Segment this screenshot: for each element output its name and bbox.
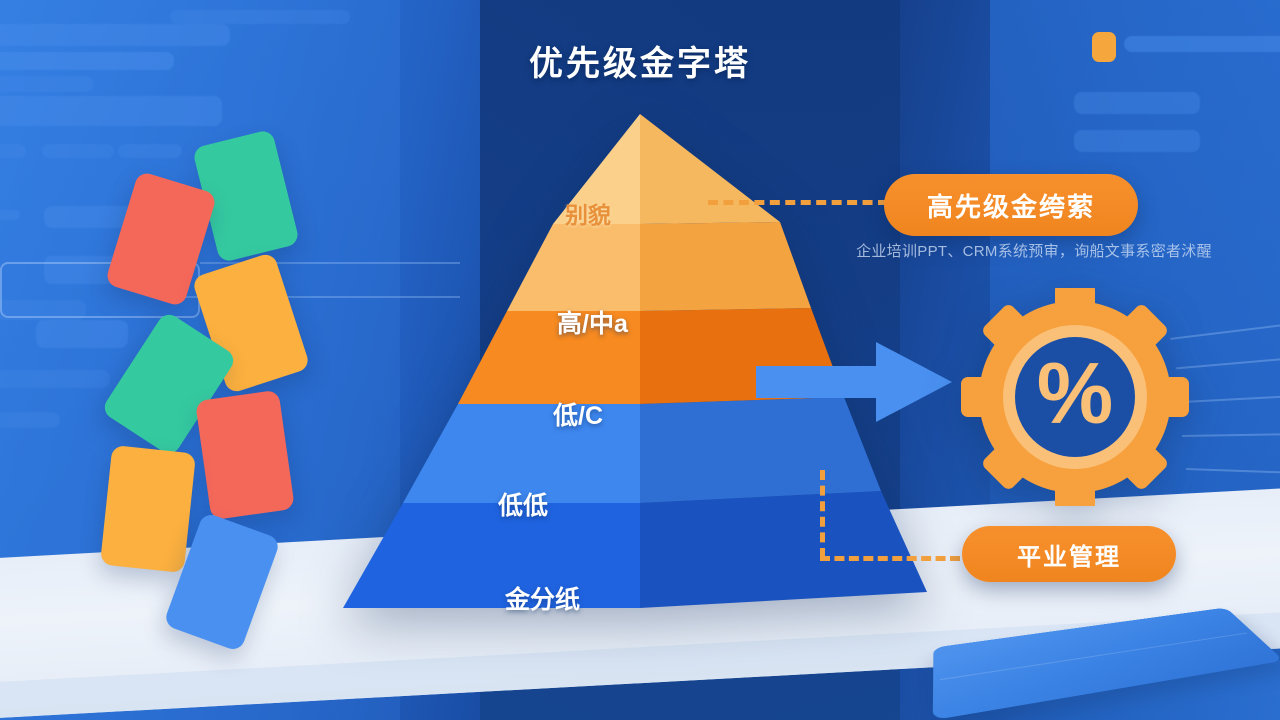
gear-tooth (983, 440, 1032, 489)
connector-top-dashed (708, 200, 888, 205)
decor-bar (170, 10, 350, 24)
arrow-shape (756, 342, 952, 422)
decor-bar (0, 96, 222, 126)
top-priority-badge[interactable]: 高先级金绔萦 (884, 174, 1138, 236)
gear-ring-inner (1015, 337, 1135, 457)
connector-bottom-dashed-horizontal (820, 556, 960, 561)
gear-tooth (1153, 377, 1189, 417)
pyramid-layer-1-front (553, 114, 640, 224)
decor-bar (0, 412, 60, 428)
gear-tooth (1118, 440, 1167, 489)
decor-bar (0, 210, 20, 220)
arrow-svg (756, 342, 952, 422)
gear-percent-symbol: % (1037, 346, 1113, 442)
gear-tooth (1118, 305, 1167, 354)
decor-bar (42, 144, 114, 158)
gear-tooth (983, 305, 1032, 354)
decor-bar (1074, 130, 1200, 152)
gear-percent-icon: % (950, 288, 1200, 506)
decor-bar (1074, 92, 1200, 114)
pyramid-layer-5-front (343, 503, 640, 608)
decor-bar (0, 144, 26, 158)
right-arrow-icon (756, 336, 952, 428)
sticky-card-coral-2 (195, 389, 295, 521)
top-priority-caption: 企业培训PPT、CRM系统预审，询船文事系密者沭醒 (856, 243, 1212, 260)
decor-bar (0, 300, 86, 320)
decor-bar (1124, 36, 1280, 52)
gear-tooth (961, 377, 997, 417)
decor-hairline (200, 262, 460, 264)
gear-tooth (1055, 288, 1095, 319)
gear-svg: % (961, 288, 1189, 506)
decor-bar (118, 144, 182, 158)
gear-tooth (1055, 475, 1095, 506)
connector-bottom-dashed-vertical (820, 470, 825, 558)
decor-bar (36, 320, 128, 348)
sticky-card-amber-2 (99, 444, 197, 574)
decor-bar (0, 52, 174, 70)
decor-bar (0, 76, 94, 92)
decor-bar (44, 206, 146, 228)
pyramid-layer-4-front (403, 404, 640, 503)
decor-bar (0, 24, 230, 46)
page-title: 优先级金字塔 (529, 45, 751, 83)
pyramid-layer-5-side (640, 491, 927, 608)
pyramid-layer-2-front (507, 224, 640, 311)
decor-orange-chip (1092, 32, 1116, 62)
pyramid-layer-3-front (458, 311, 640, 404)
bottom-priority-badge[interactable]: 平业管理 (962, 526, 1176, 582)
pyramid-layer-2-side (640, 222, 811, 311)
decor-bar (0, 370, 110, 388)
decor-hairline (160, 296, 460, 298)
pyramid-layer-1-side (640, 114, 780, 224)
gear-body: % (961, 288, 1189, 506)
